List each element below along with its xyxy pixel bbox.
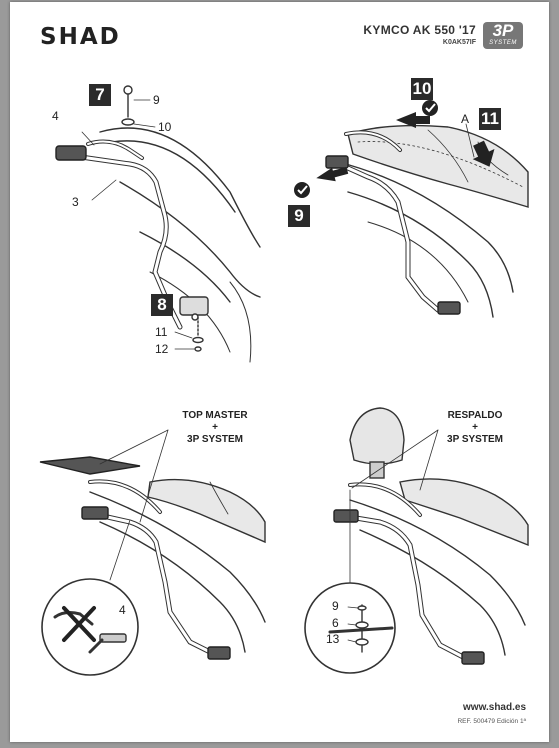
callout-4-zoom: 4	[119, 603, 126, 617]
badge-sublabel: SYSTEM	[489, 40, 517, 46]
caption-line-2: +	[212, 422, 218, 433]
instruction-page: SHAD KYMCO AK 550 '17 K0AK57IF 3P SYSTEM	[10, 2, 549, 742]
callout-9: 9	[153, 93, 160, 107]
callout-10: 10	[158, 120, 172, 134]
caption-line-1: RESPALDO	[447, 410, 503, 421]
callout-3: 3	[72, 195, 79, 209]
respaldo-caption: RESPALDO + 3P SYSTEM	[430, 410, 520, 446]
callout-11: 11	[155, 325, 168, 339]
caption-line-1: TOP MASTER	[182, 410, 248, 421]
top-master-caption: TOP MASTER + 3P SYSTEM	[170, 410, 260, 446]
caption-line-3: 3P SYSTEM	[187, 434, 243, 445]
brand-logo: SHAD	[40, 24, 121, 50]
callout-a: A	[461, 112, 470, 126]
callout-4: 4	[52, 109, 59, 123]
panel-step-9-10-11: 10 11 9 A	[278, 72, 538, 332]
caption-line-3: 3P SYSTEM	[447, 434, 503, 445]
check-icon	[294, 182, 310, 198]
model-title: KYMCO AK 550 '17	[363, 23, 476, 37]
website-link[interactable]: www.shad.es	[463, 702, 526, 713]
step-badge-7: 7	[89, 84, 111, 106]
cross-icon	[62, 606, 96, 642]
panel-respaldo: RESPALDO + 3P SYSTEM 9 6 13	[290, 400, 540, 690]
callout-13-zoom: 13	[326, 632, 340, 646]
step-badge-8: 8	[151, 294, 173, 316]
callout-9-zoom: 9	[332, 599, 339, 613]
seat-mount-drawing	[294, 100, 529, 318]
3p-system-badge: 3P SYSTEM	[483, 22, 523, 49]
panel-step-7-8: 7 8 9 10 4 3 11 12	[30, 72, 270, 372]
step-badge-11: 11	[479, 108, 501, 130]
callout-12: 12	[155, 342, 169, 356]
step-badge-10: 10	[411, 78, 433, 100]
panel-top-master: TOP MASTER + 3P SYSTEM 4	[30, 402, 280, 692]
callout-6-zoom: 6	[332, 616, 339, 630]
edition-reference: REF. 500479 Edición 1ª	[457, 718, 526, 725]
backrest-drawing	[304, 407, 529, 674]
arrow-icon	[316, 112, 495, 182]
badge-label: 3P	[492, 21, 514, 40]
model-ref-code: K0AK57IF	[442, 39, 476, 46]
caption-line-2: +	[472, 422, 478, 433]
step-badge-9: 9	[288, 205, 310, 227]
check-icon	[422, 100, 438, 116]
top-master-drawing	[39, 429, 266, 676]
rack-side-drawing	[55, 85, 261, 363]
